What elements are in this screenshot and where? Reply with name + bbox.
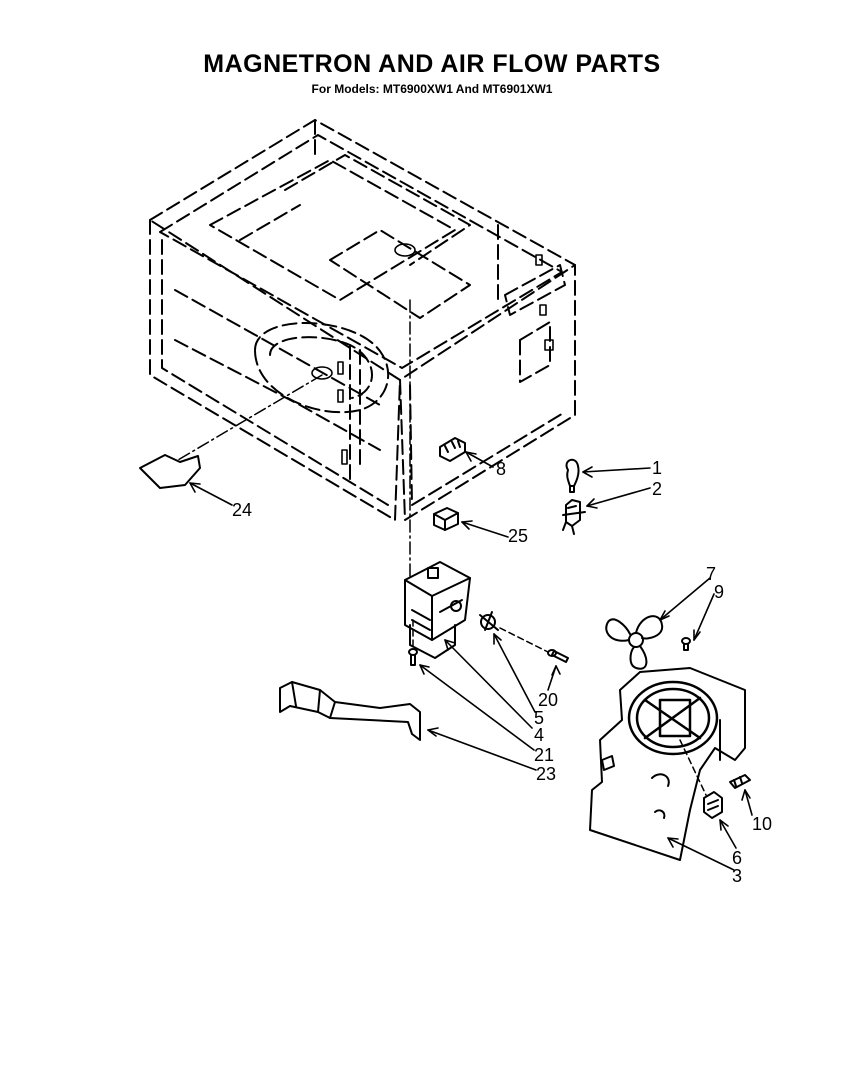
frame-details xyxy=(311,243,554,465)
callout-6: 6 xyxy=(732,848,742,868)
screw-21 xyxy=(408,648,418,666)
callout-5: 5 xyxy=(534,708,544,728)
page-title: MAGNETRON AND AIR FLOW PARTS xyxy=(203,50,661,78)
callout-20: 20 xyxy=(538,690,558,710)
fan-motor-6 xyxy=(703,791,723,819)
callout-21: 21 xyxy=(534,745,554,765)
callout-4: 4 xyxy=(534,725,544,745)
lamp-socket-2 xyxy=(562,499,586,535)
callout-24: 24 xyxy=(232,500,252,520)
screw-9 xyxy=(681,637,691,651)
waveguide-cover-24 xyxy=(139,454,201,489)
page-subtitle: For Models: MT6900XW1 And MT6901XW1 xyxy=(311,82,553,96)
guide-line-screw-20 xyxy=(499,627,549,653)
fan-bracket-3 xyxy=(589,667,746,861)
screw-20 xyxy=(547,649,569,663)
thermal-protector-8 xyxy=(439,437,466,462)
fan-ring xyxy=(627,680,719,756)
clamp-5 xyxy=(479,611,499,631)
callout-3: 3 xyxy=(732,866,742,886)
callout-1: 1 xyxy=(652,458,662,478)
callout-25: 25 xyxy=(508,526,528,546)
thermal-cutout-10 xyxy=(729,774,751,789)
callout-labels: 1 2 8 25 24 7 9 20 5 4 21 23 10 6 3 xyxy=(232,458,772,886)
cavity-frame xyxy=(149,119,576,521)
guide-line-cover xyxy=(177,374,323,461)
callout-8: 8 xyxy=(496,459,506,479)
guide-line-motor xyxy=(679,739,707,796)
callout-9: 9 xyxy=(714,582,724,602)
callout-7: 7 xyxy=(706,564,716,584)
callout-23: 23 xyxy=(536,764,556,784)
lamp-bulb-1 xyxy=(565,458,580,493)
air-duct-23 xyxy=(279,681,421,741)
callout-2: 2 xyxy=(652,479,662,499)
fan-blade-7 xyxy=(605,615,664,670)
callout-10: 10 xyxy=(752,814,772,834)
fuse-block-25 xyxy=(433,507,459,531)
magnetron-4 xyxy=(404,561,471,659)
leader-lines xyxy=(189,451,753,871)
